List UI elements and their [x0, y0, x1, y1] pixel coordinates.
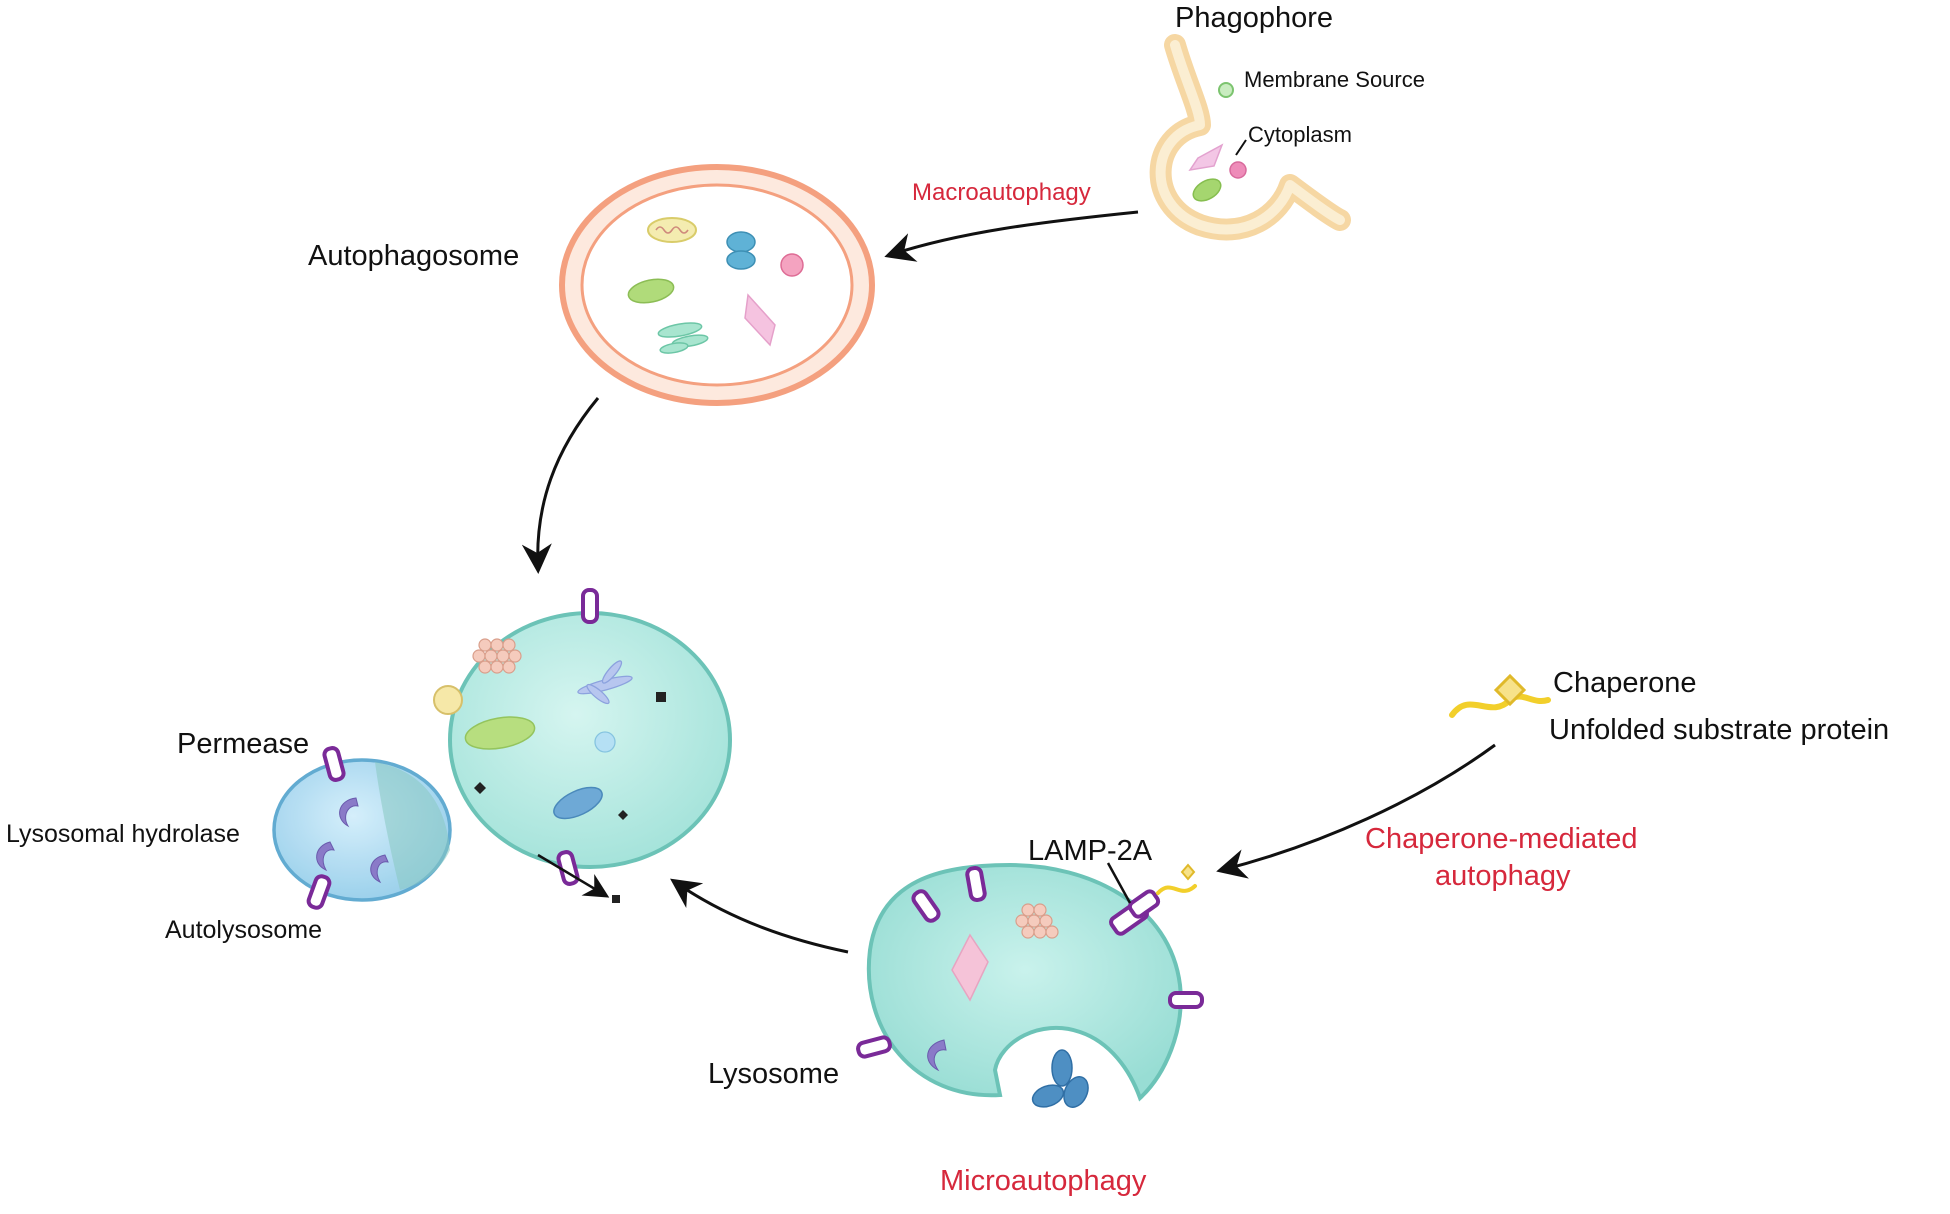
er-fragment-icon: [577, 660, 633, 705]
phagophore-label: Phagophore: [1175, 2, 1333, 34]
unfolded-protein-strand: [1449, 693, 1551, 718]
cma-label-line1: Chaperone-mediated: [1365, 823, 1637, 855]
blue-small-vesicle: [594, 731, 616, 753]
cytoplasm-label: Cytoplasm: [1248, 122, 1352, 147]
lamp2a-label: LAMP-2A: [1028, 835, 1153, 867]
degradation-product-icons: [474, 692, 666, 903]
hydrolase-icon: [927, 1039, 947, 1072]
blue-organelle-bottom: [726, 250, 756, 270]
blue-organelle-degrading: [553, 786, 603, 820]
endoplasmic-reticulum-icon: [657, 322, 709, 354]
cma-label-line2: autophagy: [1435, 860, 1571, 892]
lysosomal-hydrolase-label: Lysosomal hydrolase: [6, 820, 240, 848]
microautophagy-label: Microautophagy: [940, 1165, 1147, 1197]
pink-vesicle: [780, 253, 804, 277]
autophagosome: [559, 164, 875, 406]
green-organelle: [627, 278, 675, 304]
protein-aggregate-icon: [1015, 903, 1059, 939]
chaperone-label: Chaperone: [1553, 667, 1697, 699]
autophagosome-label: Autophagosome: [308, 240, 519, 272]
green-organelle-degrading: [464, 716, 536, 750]
lamp2a-receptor: [1109, 889, 1161, 936]
autolysosome-label: Autolysosome: [165, 916, 322, 944]
phagophore: [1149, 34, 1351, 241]
lamp2a-substrate-strand: [1156, 884, 1197, 895]
efflux-arrow: [537, 853, 610, 898]
chaperone-substrate: [1449, 673, 1551, 718]
chaperone-icon: [1493, 673, 1527, 707]
unfolded-substrate-label: Unfolded substrate protein: [1549, 714, 1889, 746]
autolysosome: [272, 588, 732, 910]
membrane-source-vesicle: [1218, 82, 1234, 98]
cma-arrow: [1216, 743, 1496, 879]
cytoplasm-pink-diamond: [1188, 143, 1224, 172]
lamp2a-pointer-line: [1106, 862, 1132, 904]
lysosome-label: Lysosome: [708, 1058, 839, 1090]
macroautophagy-arrow: [884, 210, 1139, 262]
pink-crystal: [744, 293, 776, 347]
autophagosome-to-autolysosome-arrow: [521, 397, 600, 574]
yellow-vesicle: [433, 685, 463, 715]
protein-aggregate-icon: [472, 638, 522, 674]
lysosome-to-autolysosome-arrow: [670, 878, 849, 954]
membrane-protein-icons: [856, 865, 1204, 1059]
fusion-overlap: [375, 762, 450, 890]
lamp2a-chaperone-icon: [1180, 863, 1196, 881]
engulfed-cargo-icon: [1031, 1049, 1089, 1108]
cytoplasm-green-organelle: [1192, 178, 1222, 202]
lysosomal-hydrolase-icons: [316, 797, 389, 884]
cytoplasm-pointer-line: [1235, 139, 1247, 156]
membrane-source-label: Membrane Source: [1244, 67, 1425, 92]
permease-label: Permease: [177, 728, 309, 760]
pink-crystal: [951, 933, 989, 1002]
cytoplasm-pink-dot: [1229, 161, 1247, 179]
macroautophagy-label: Macroautophagy: [912, 179, 1091, 206]
blue-organelle-top: [726, 231, 756, 253]
lysosome: [856, 862, 1204, 1108]
